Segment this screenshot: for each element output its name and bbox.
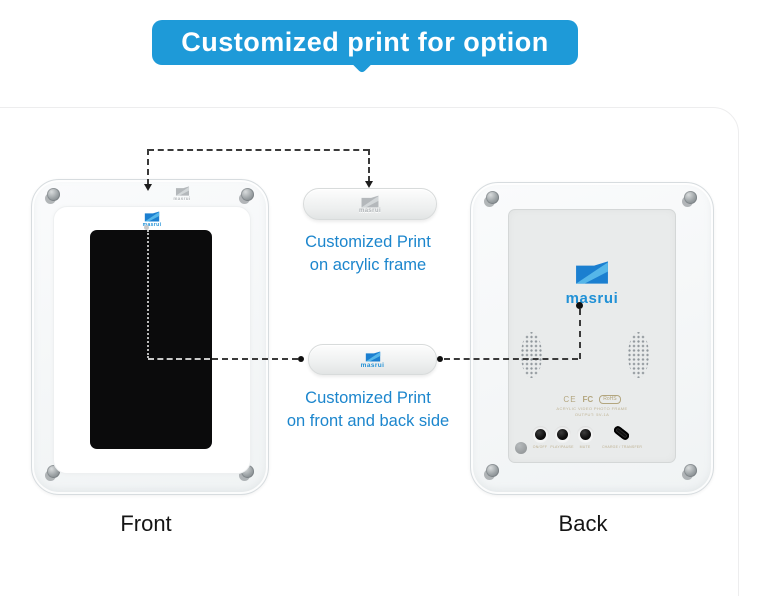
screw-icon — [684, 464, 697, 477]
connector-line — [148, 358, 210, 360]
connector-line — [368, 149, 370, 182]
connector-line — [579, 309, 581, 359]
callout-acrylic-print: Customized Print on acrylic frame — [268, 231, 468, 277]
masrui-logo-icon — [361, 195, 379, 207]
connector-line — [148, 149, 369, 151]
page-title: Customized print for option — [181, 27, 549, 57]
front-print-panel: masrui — [53, 206, 251, 474]
mute-button-cap[interactable] — [580, 429, 591, 440]
power-button-cap[interactable] — [535, 429, 546, 440]
screw-icon — [684, 191, 697, 204]
play-pause-button-cap[interactable] — [557, 429, 568, 440]
screw-icon — [486, 191, 499, 204]
rohs-mark-icon: RoHS — [599, 395, 621, 404]
speaker-grille-icon — [628, 332, 649, 378]
connector-line — [147, 230, 149, 358]
back-view-label: Back — [558, 511, 608, 536]
arrow-down-icon — [365, 181, 373, 188]
speaker-grille-icon — [521, 332, 542, 378]
title-banner: Customized print for option — [152, 20, 578, 65]
spec-text-line: OUTPUT: 5V-1A — [574, 412, 610, 417]
ce-mark-icon: CE — [563, 395, 577, 404]
brand-wordmark: masrui — [565, 290, 619, 307]
callout-front-back-print: Customized Print on front and back side — [258, 387, 478, 433]
content-card-border — [0, 107, 739, 596]
callout-line: on acrylic frame — [309, 256, 427, 274]
connector-node — [144, 225, 149, 230]
power-button[interactable] — [532, 426, 549, 443]
back-brand-logo — [575, 260, 609, 285]
play-pause-button[interactable] — [554, 426, 571, 443]
connector-line — [444, 358, 578, 360]
connector-line — [212, 358, 298, 360]
back-cover-panel: masrui CE FC RoHS ACRYLIC VIDEO PHOTO FR… — [508, 209, 676, 463]
usb-port[interactable] — [612, 424, 631, 442]
masrui-logo-icon — [144, 211, 160, 222]
brand-wordmark: masrui — [358, 207, 382, 214]
back-frame-photo: masrui CE FC RoHS ACRYLIC VIDEO PHOTO FR… — [470, 182, 714, 495]
brand-wordmark: masrui — [360, 361, 385, 369]
port-label: CHARGE / TRANSFER — [601, 445, 643, 449]
acrylic-strip-engraved: masrui — [303, 188, 437, 220]
front-frame-photo: masrui masrui — [31, 179, 269, 495]
masrui-logo-icon — [175, 186, 189, 196]
spec-text-line: ACRYLIC VIDEO PHOTO FRAME — [556, 406, 628, 411]
port-label: ON/OFF — [532, 445, 548, 449]
port-label: MUTE — [579, 445, 591, 449]
masrui-logo-icon — [576, 261, 608, 284]
connector-line — [147, 149, 149, 185]
front-brand-logo: masrui — [112, 211, 192, 228]
callout-line: Customized Print — [305, 233, 431, 251]
engraved-brand-logo: masrui — [142, 186, 222, 201]
callout-line: Customized Print — [305, 389, 431, 407]
brand-wordmark: masrui — [142, 222, 162, 228]
masrui-logo-icon — [365, 350, 380, 362]
reset-hole-icon — [515, 442, 527, 454]
connector-node — [298, 356, 304, 362]
mute-button[interactable] — [577, 426, 594, 443]
certification-marks: CE FC RoHS — [509, 395, 675, 404]
screw-icon — [241, 188, 254, 201]
connector-node — [576, 302, 583, 309]
port-label: PLAY/PAUSE — [550, 445, 574, 449]
screw-icon — [47, 188, 60, 201]
front-display-screen — [90, 230, 212, 449]
brand-wordmark: masrui — [173, 196, 191, 201]
connector-node — [437, 356, 443, 362]
acrylic-strip-printed: masrui — [308, 344, 437, 375]
fcc-mark-icon: FC — [582, 395, 594, 404]
screw-icon — [486, 464, 499, 477]
front-view-label: Front — [120, 511, 172, 536]
callout-line: on front and back side — [286, 412, 450, 430]
arrow-down-icon — [144, 184, 152, 191]
